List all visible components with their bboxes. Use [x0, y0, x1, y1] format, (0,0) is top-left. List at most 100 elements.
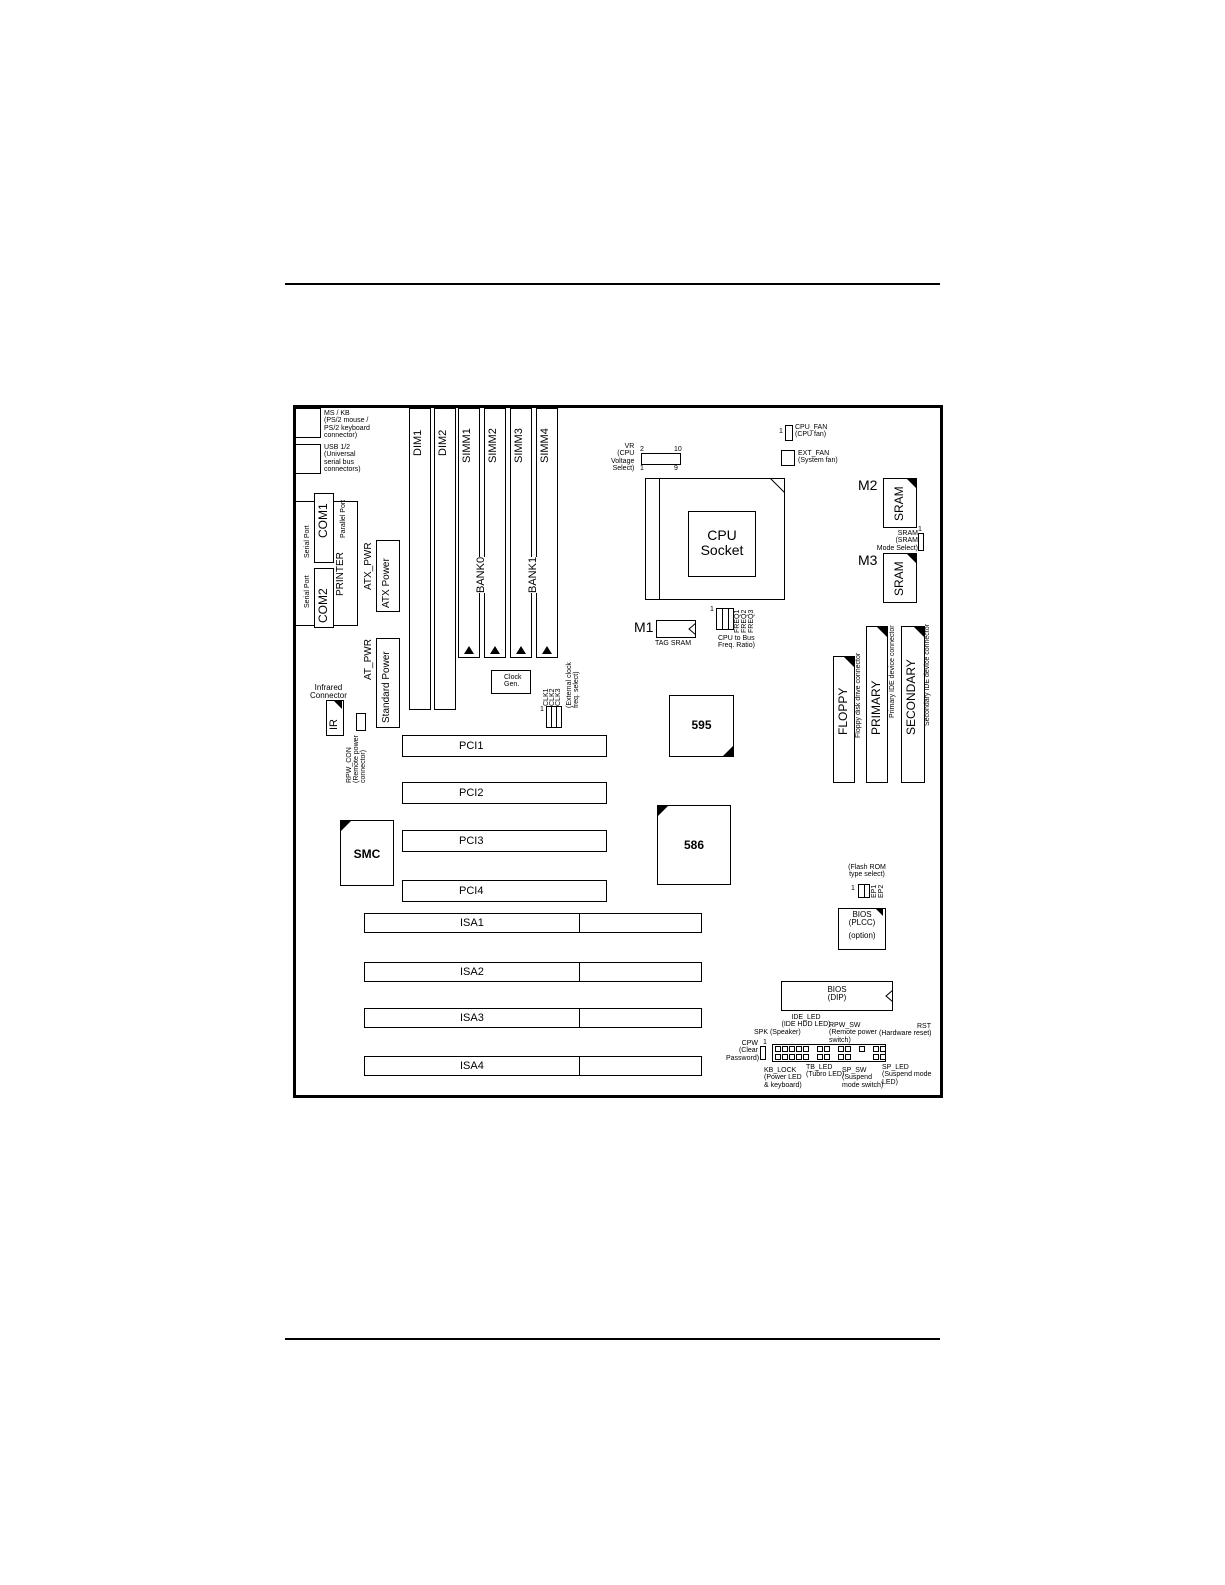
fp-pin [873, 1054, 879, 1060]
vr-pin-9: 9 [674, 465, 678, 472]
fp-pin [880, 1054, 886, 1060]
ext-fan-connector [781, 450, 795, 466]
tag-sram-label: TAG SRAM [655, 640, 692, 647]
fp-pin [817, 1046, 823, 1052]
rpw-con-connector [356, 713, 366, 731]
sram-select-jumper [918, 533, 924, 551]
floppy-label: FLOPPY [836, 687, 850, 735]
isa1-label: ISA1 [460, 917, 484, 929]
simm1-pin1-marker [464, 646, 474, 654]
m1-label: M1 [634, 619, 654, 635]
pci1-slot [402, 735, 607, 757]
fp-pin [782, 1054, 788, 1060]
primary-ide-connector [866, 626, 888, 783]
simm4-pin1-marker [542, 646, 552, 654]
m3-label: M3 [858, 552, 878, 568]
parallel-port-label: Parallel Port [340, 499, 347, 538]
pci4-label: PCI4 [459, 885, 484, 897]
kb-lock-label: KB_LOCK(Power LED& keyboard) [764, 1067, 802, 1089]
tag-sram-chip [656, 620, 696, 638]
cpu-socket-corner [770, 478, 785, 493]
isa2-slot [364, 962, 702, 982]
dim2-slot [434, 408, 456, 710]
freq-jumpers [716, 608, 734, 630]
rst-label: RST(Hardware reset) [879, 1023, 932, 1038]
fp-pin [845, 1054, 851, 1060]
isa3-label: ISA3 [460, 1012, 484, 1024]
fp-pin [803, 1046, 809, 1052]
chip-595-label: 595 [691, 718, 712, 732]
pci2-slot [402, 782, 607, 804]
fp-pin [775, 1054, 781, 1060]
ir-label: IR [328, 719, 340, 730]
fp-pin [838, 1054, 844, 1060]
flash-jumper-divider [864, 884, 865, 898]
fp-pin [873, 1046, 879, 1052]
com1-label: COM1 [316, 503, 330, 538]
m2-label: M2 [858, 477, 878, 493]
printer-label: PRINTER [335, 552, 346, 596]
fp-pin [880, 1046, 886, 1052]
at-pwr-label: AT_PWR [363, 639, 374, 680]
simm3-label: SIMM3 [513, 428, 525, 463]
freq-jumper-divider-1 [722, 608, 723, 630]
fp-pin [845, 1046, 851, 1052]
clk-jumper-divider-2 [556, 706, 557, 728]
serial-port-2-label: Serial Port [304, 575, 311, 608]
secondary-desc: Secondary IDE device connector [924, 624, 931, 726]
fp-pin [796, 1046, 802, 1052]
isa3-divider [579, 1008, 580, 1028]
secondary-pin1-marker [914, 627, 924, 637]
simm2-pin1-marker [490, 646, 500, 654]
isa4-label: ISA4 [460, 1060, 484, 1072]
dim2-label: DIM2 [437, 429, 449, 456]
ide-led-label: IDE_LED(IDE HDD LED) [781, 1014, 831, 1029]
secondary-label: SECONDARY [904, 659, 918, 735]
floppy-pin1-marker [844, 657, 854, 667]
simm2-slot [484, 408, 506, 658]
bottom-rule [285, 1338, 940, 1340]
top-rule [285, 283, 940, 285]
front-panel-header [772, 1044, 886, 1062]
bios-dip-notch [885, 990, 893, 1002]
vr-pin-10: 10 [674, 446, 682, 453]
isa1-slot [364, 913, 702, 933]
bank0-label: BANK0 [475, 556, 487, 593]
simm3-pin1-marker [516, 646, 526, 654]
simm1-label: SIMM1 [461, 428, 473, 463]
isa4-divider [579, 1056, 580, 1076]
isa2-divider [579, 962, 580, 982]
clk-jumpers [546, 706, 562, 728]
pci1-label: PCI1 [459, 740, 484, 752]
bios-dip-chip [781, 981, 893, 1011]
ms-kb-connector [296, 408, 321, 438]
fp-pin [838, 1046, 844, 1052]
flash-pin: 1 [851, 885, 855, 892]
dim1-label: DIM1 [412, 429, 424, 456]
serial-port-1-label: Serial Port [304, 525, 311, 558]
clk-pin1-label: 1 [540, 706, 544, 713]
simm4-slot [536, 408, 558, 658]
fp-pin [817, 1054, 823, 1060]
spk-label: SPK (Speaker) [754, 1029, 801, 1036]
isa4-slot [364, 1056, 702, 1076]
isa3-slot [364, 1008, 702, 1028]
pci4-slot [402, 880, 607, 902]
pci3-slot [402, 830, 607, 852]
sram-m2-pin1-marker [907, 479, 917, 489]
simm2-label: SIMM2 [487, 428, 499, 463]
isa2-label: ISA2 [460, 966, 484, 978]
standard-power-label: Standard Power [381, 651, 392, 723]
simm1-slot [458, 408, 480, 658]
tb-led-label: TB_LED(Tubro LED) [806, 1064, 845, 1079]
